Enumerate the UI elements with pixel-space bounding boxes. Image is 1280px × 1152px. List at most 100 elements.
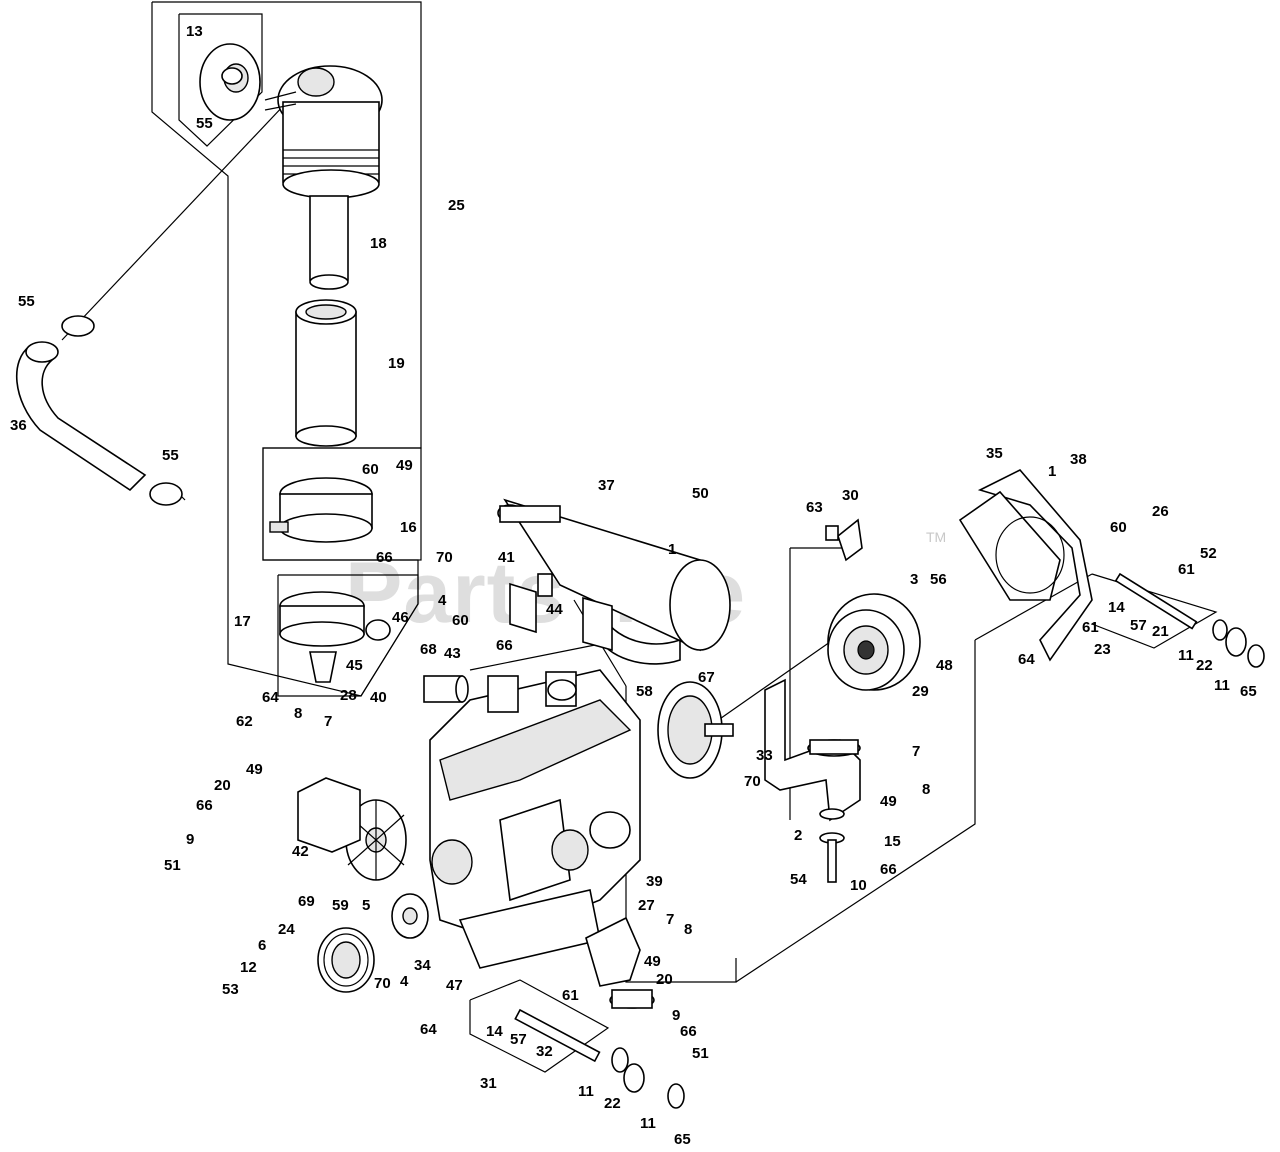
- callout-label: 66: [496, 637, 513, 654]
- callout-label: 56: [930, 571, 947, 588]
- callout-label: 34: [414, 957, 431, 974]
- air-cleaner-housing: [264, 65, 383, 199]
- callout-label: 14: [486, 1023, 503, 1040]
- callout-label: 20: [656, 971, 673, 988]
- lower-isolator-mount: [609, 989, 655, 1009]
- callout-label: 60: [362, 461, 379, 478]
- callout-label: 41: [498, 549, 515, 566]
- callout-label: 37: [598, 477, 615, 494]
- callout-label: 55: [162, 447, 179, 464]
- callout-label: 24: [278, 921, 295, 938]
- electric-pto-clutch: [827, 593, 921, 691]
- callout-label: 11: [640, 1115, 656, 1132]
- callout-label: 28: [340, 687, 357, 704]
- callout-label: 7: [912, 743, 920, 760]
- callout-label: 23: [1094, 641, 1111, 658]
- callout-label: 64: [1018, 651, 1035, 668]
- callout-label: 49: [880, 793, 897, 810]
- flywheel-adapter-plate: [657, 681, 734, 779]
- callout-label: 65: [674, 1131, 691, 1148]
- callout-label: 60: [452, 612, 469, 629]
- callout-label: 69: [298, 893, 315, 910]
- callout-label: 66: [880, 861, 897, 878]
- watermark-trademark: TM: [926, 529, 946, 545]
- callout-label: 66: [680, 1023, 697, 1040]
- callout-label: 10: [850, 877, 867, 894]
- callout-label: 53: [222, 981, 239, 998]
- rear-mount-bracket: [585, 916, 641, 987]
- callout-label: 51: [692, 1045, 709, 1062]
- callout-label: 61: [562, 987, 579, 1004]
- callout-label: 4: [438, 592, 447, 609]
- callout-label: 7: [324, 713, 332, 730]
- callout-label: 54: [790, 871, 807, 888]
- callout-label: 25: [448, 197, 465, 214]
- clutch-bracket: [825, 518, 863, 562]
- callout-label: 6: [258, 937, 266, 954]
- callout-label: 8: [684, 921, 692, 938]
- callout-label: 51: [164, 857, 181, 874]
- callout-label: 17: [234, 613, 251, 630]
- callout-label: 55: [196, 115, 213, 132]
- callout-label: 36: [10, 417, 27, 434]
- air-cleaner-cap: [279, 591, 391, 683]
- callout-label: 64: [420, 1021, 437, 1038]
- callout-label: 35: [986, 445, 1003, 462]
- callout-label: 61: [1178, 561, 1195, 578]
- callout-label: 13: [186, 23, 203, 40]
- callout-label: 49: [246, 761, 263, 778]
- fan-hub: [391, 893, 429, 939]
- air-filter-element: [295, 299, 357, 447]
- callout-label: 22: [1196, 657, 1213, 674]
- idler-shaft-assembly: [514, 1008, 685, 1109]
- callout-label: 64: [262, 689, 279, 706]
- callout-label: 68: [420, 641, 437, 658]
- callout-label: 44: [546, 601, 563, 618]
- callout-label: 70: [374, 975, 391, 992]
- callout-label: 57: [1130, 617, 1147, 634]
- callout-label: 14: [1108, 599, 1125, 616]
- callout-label: 65: [1240, 683, 1257, 700]
- callout-label: 15: [884, 833, 901, 850]
- callout-label: 11: [578, 1083, 594, 1100]
- air-cleaner-outlet-tube: [309, 195, 349, 290]
- front-mount-bracket: [297, 777, 361, 853]
- callout-label: 22: [604, 1095, 621, 1112]
- callout-label: 55: [18, 293, 35, 310]
- callout-label: 3: [910, 571, 918, 588]
- callout-label: 12: [240, 959, 257, 976]
- callout-label: 57: [510, 1031, 527, 1048]
- callout-label: 62: [236, 713, 253, 730]
- callout-label: 49: [644, 953, 661, 970]
- callout-label: 19: [388, 355, 405, 372]
- callout-label: 9: [672, 1007, 680, 1024]
- callout-label: 18: [370, 235, 387, 252]
- engine-block: [429, 669, 641, 969]
- callout-label: 42: [292, 843, 309, 860]
- callout-label: 26: [1152, 503, 1169, 520]
- muffler: [497, 498, 731, 665]
- callout-label: 43: [444, 645, 461, 662]
- callout-label: 40: [370, 689, 387, 706]
- callout-label: 52: [1200, 545, 1217, 562]
- callout-label: 4: [400, 973, 409, 990]
- callout-label: 11: [1178, 647, 1194, 664]
- callout-label: 9: [186, 831, 194, 848]
- callout-label: 32: [536, 1043, 553, 1060]
- callout-label: 45: [346, 657, 363, 674]
- callout-label: 70: [436, 549, 453, 566]
- callout-label: 11: [1214, 677, 1230, 694]
- callout-label: 27: [638, 897, 655, 914]
- callout-label: 61: [1082, 619, 1099, 636]
- callout-label: 30: [842, 487, 859, 504]
- callout-label: 46: [392, 609, 409, 626]
- callout-label: 29: [912, 683, 929, 700]
- callout-label: 20: [214, 777, 231, 794]
- pulley-shaft-assembly: [1114, 572, 1265, 668]
- callout-label: 21: [1152, 623, 1169, 640]
- crankshaft-pulley: [317, 927, 375, 993]
- callout-label: 1: [1048, 463, 1056, 480]
- callout-label: 2: [794, 827, 802, 844]
- callout-label: 39: [646, 873, 663, 890]
